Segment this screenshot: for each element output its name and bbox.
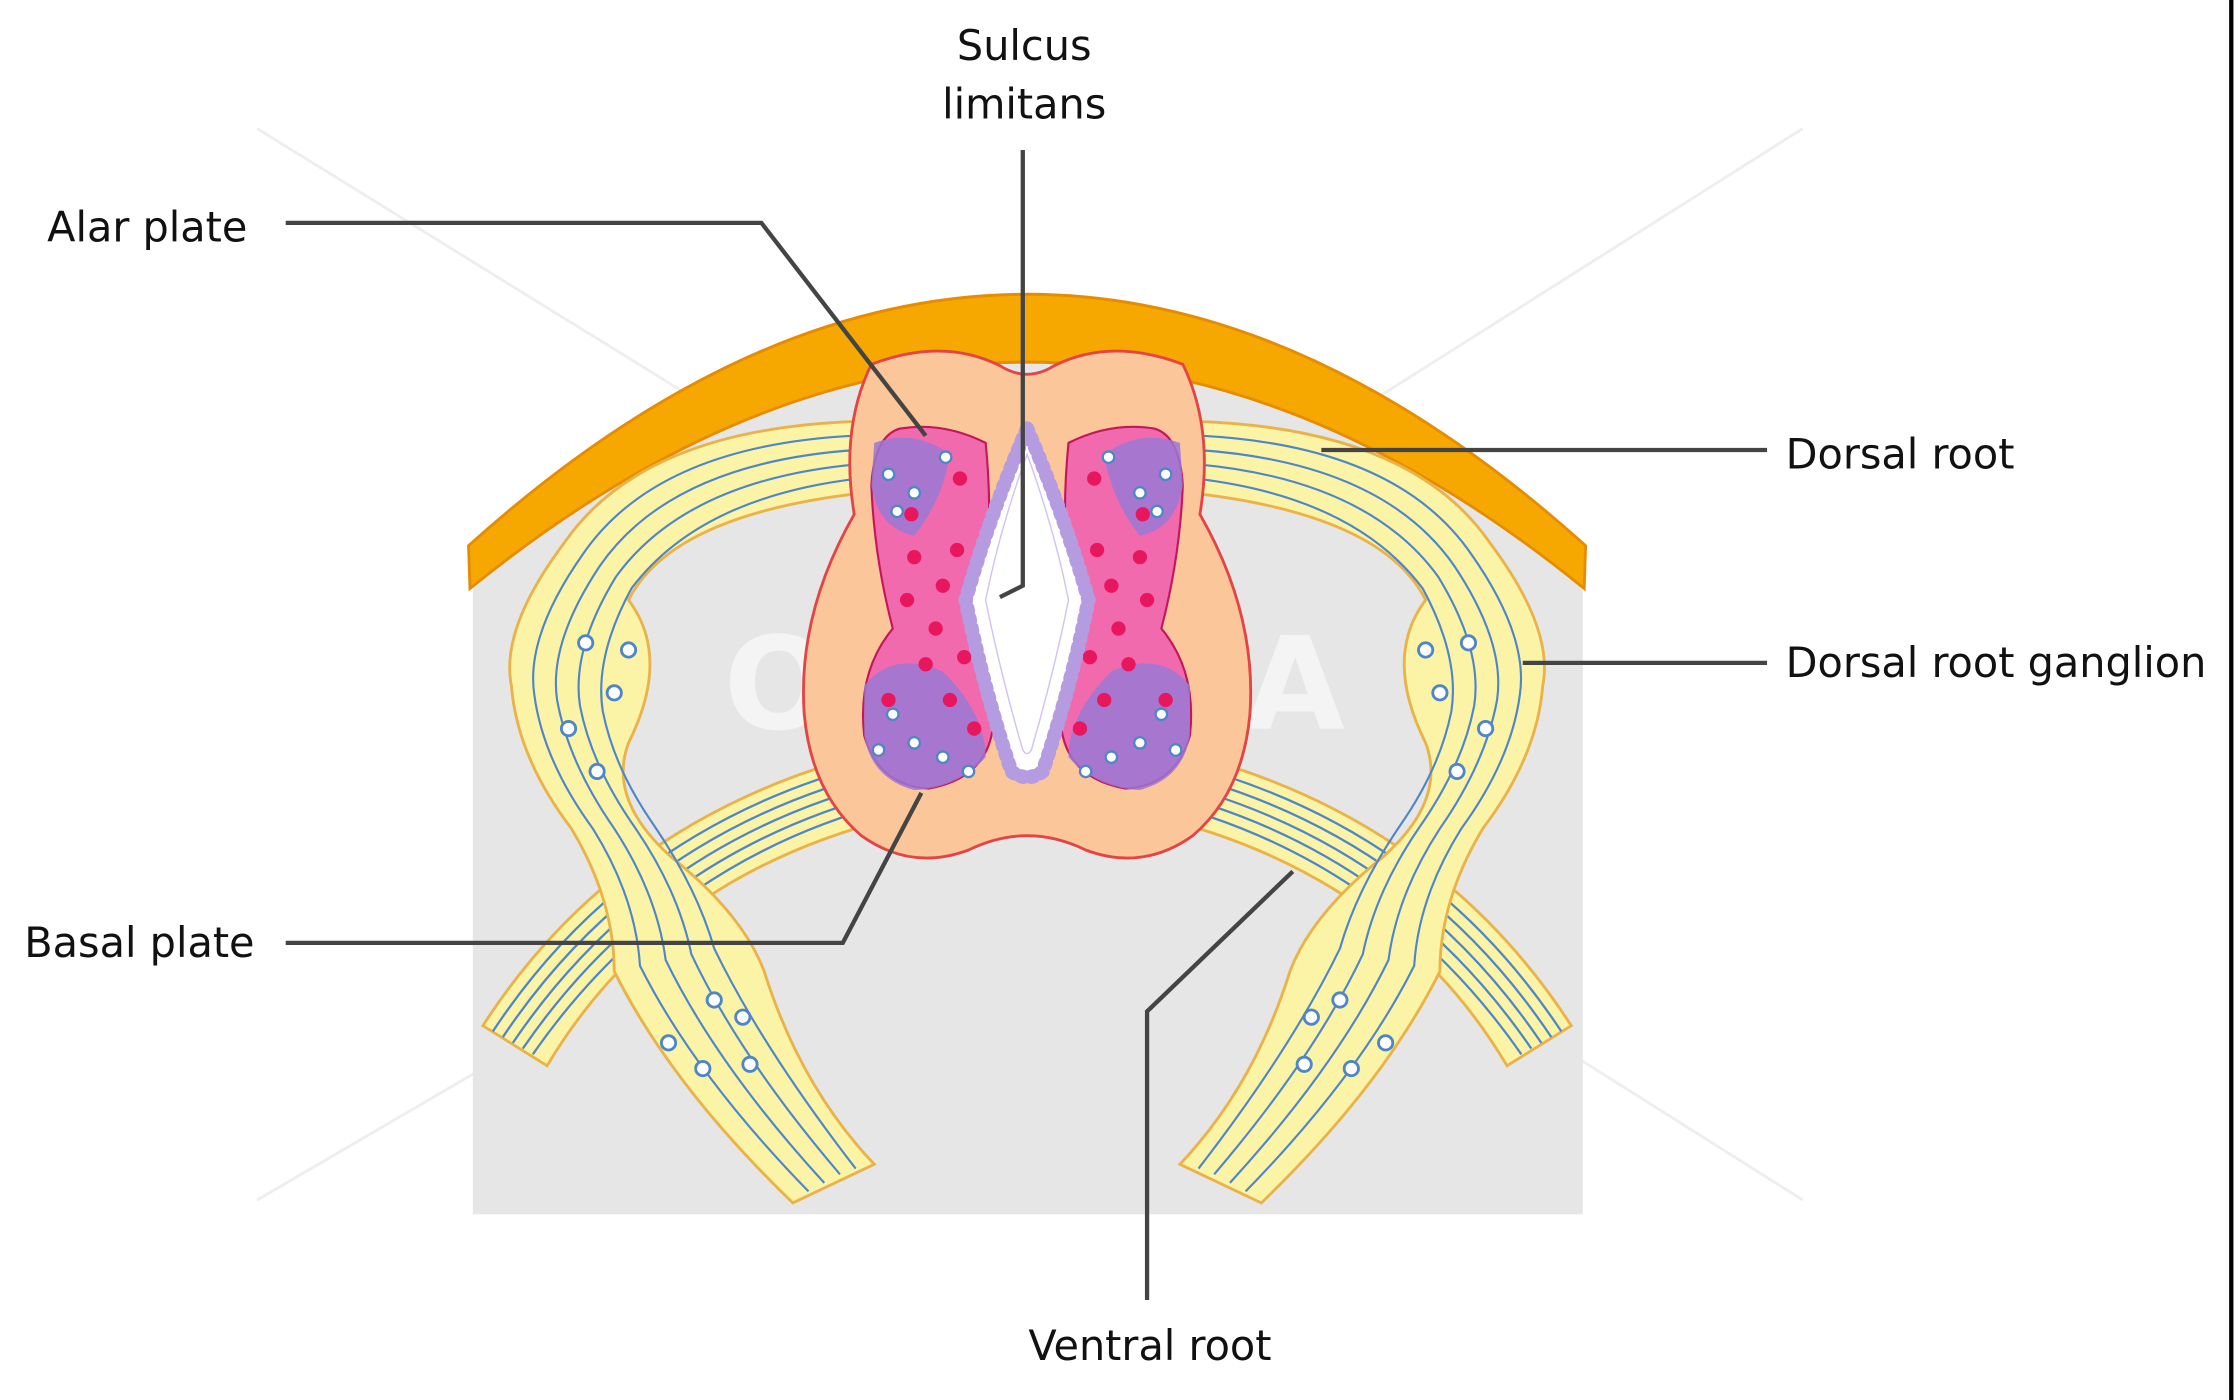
ventral-root-leader	[1144, 869, 1295, 1300]
basal-plate-label: Basal plate	[24, 919, 254, 967]
basal-plate-leader	[285, 791, 924, 945]
right-spinal-nerve	[1177, 419, 1546, 1205]
left-neural-plate	[861, 425, 994, 790]
sulcus-limitans-leader	[998, 150, 1025, 600]
labels: Sulcus limitans Alar plate Dorsal root D…	[24, 22, 2206, 1370]
alar-plate-label: Alar plate	[47, 203, 247, 251]
sulcus-limitans-label-line2: limitans	[942, 81, 1106, 129]
dorsal-root-label: Dorsal root	[1786, 431, 2015, 479]
right-neural-plate	[1060, 425, 1193, 790]
ventral-root-label: Ventral root	[1028, 1322, 1271, 1370]
surface-ectoderm-band	[467, 292, 1588, 592]
sulcus-limitans-label-line1: Sulcus	[957, 22, 1092, 70]
left-spinal-nerve	[508, 419, 877, 1205]
central-canal	[958, 410, 1096, 785]
dorsal-root-ganglion-label: Dorsal root ganglion	[1786, 639, 2207, 687]
leader-lines	[285, 150, 1768, 1300]
alar-plate-leader	[285, 220, 928, 438]
